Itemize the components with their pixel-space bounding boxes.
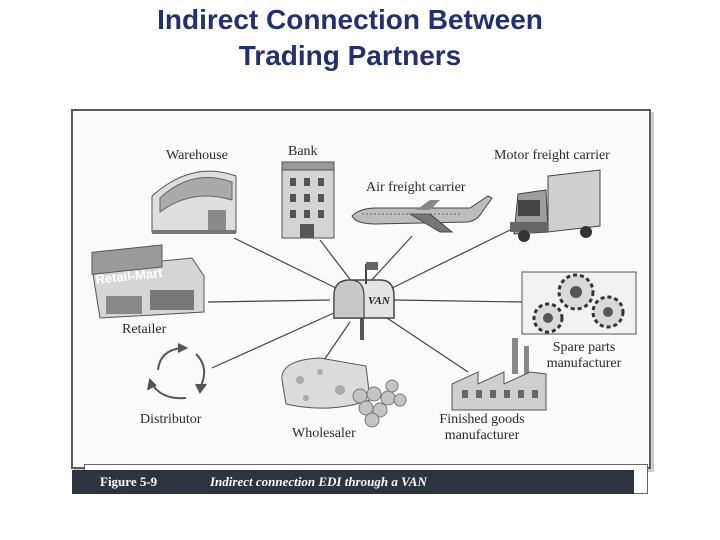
van-label: VAN	[368, 295, 391, 307]
finished-goods-label-line-1: Finished goods	[439, 412, 525, 427]
van-mailbox-icon	[333, 262, 395, 340]
factory-icon	[451, 338, 547, 411]
figure-number: Figure 5-9	[100, 474, 158, 489]
line-to-distributor	[211, 311, 337, 369]
retailer-label: Retailer	[122, 322, 167, 337]
bank-label: Bank	[288, 144, 318, 159]
figure-caption-text: Indirect connection EDI through a VAN	[210, 474, 427, 489]
airplane-icon	[351, 195, 493, 233]
gears-icon	[521, 271, 637, 335]
line-to-spare-parts	[393, 299, 523, 303]
figure-caption: Figure 5-9 Indirect connection EDI throu…	[72, 470, 634, 494]
spare-parts-label-line-1: Spare parts	[552, 340, 616, 355]
motor-carrier-label: Motor freight carrier	[494, 148, 610, 163]
finished-goods-label: Finished goods manufacturer	[428, 412, 536, 444]
distributor-cycle-icon	[147, 343, 207, 400]
finished-goods-label-line-2: manufacturer	[444, 428, 520, 443]
bank-icon	[281, 161, 335, 239]
distributor-label: Distributor	[140, 412, 202, 427]
slide-title-line-2: Trading Partners	[238, 40, 462, 71]
slide-title-line-1: Indirect Connection Between	[157, 4, 543, 35]
warehouse-icon	[151, 170, 237, 234]
air-carrier-label: Air freight carrier	[366, 180, 466, 195]
retailer-store-icon	[91, 244, 205, 319]
line-to-retailer	[207, 299, 331, 303]
line-to-bank	[319, 239, 353, 283]
truck-icon	[510, 169, 601, 242]
spare-parts-label-line-2: manufacturer	[546, 356, 622, 371]
slide-title: Indirect Connection Between Trading Part…	[0, 2, 700, 74]
wholesaler-label: Wholesaler	[292, 426, 356, 441]
line-to-finished-goods	[383, 315, 469, 373]
warehouse-label: Warehouse	[166, 148, 228, 163]
line-to-air-carrier	[369, 235, 413, 283]
line-to-motor-carrier	[387, 229, 511, 291]
spare-parts-label: Spare parts manufacturer	[532, 340, 636, 372]
cheese-grapes-icon	[281, 357, 407, 428]
retailer-sign-text: Retail-Mart	[95, 265, 164, 287]
line-to-warehouse	[233, 237, 341, 291]
